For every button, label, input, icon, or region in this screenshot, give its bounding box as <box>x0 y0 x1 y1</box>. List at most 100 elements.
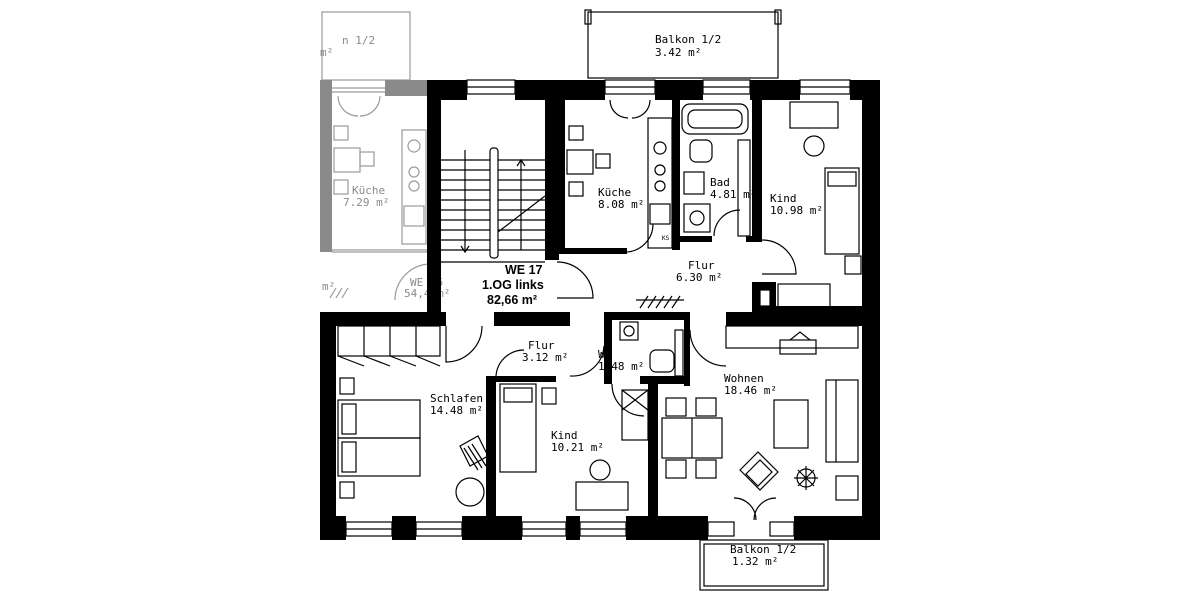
room-hallway-upper: Flur 6.30 m² <box>636 259 722 309</box>
dining-chair <box>665 397 687 417</box>
neighbor-balcony-label: n 1/2 <box>342 34 375 47</box>
room-kitchen: KS Küche 8.08 m² <box>566 99 673 253</box>
wc-label: WC <box>598 348 611 361</box>
wall-right <box>862 80 880 540</box>
neighbor-table <box>333 147 361 173</box>
dining-chair <box>665 459 687 479</box>
kitchen-label: Küche <box>598 186 631 199</box>
child-right-label: Kind <box>770 192 797 205</box>
bed <box>499 383 537 473</box>
balcony-bottom-area: 1.32 m² <box>732 555 778 568</box>
coffee-table <box>773 399 809 449</box>
desk-chair <box>803 135 825 157</box>
bedroom-area: 14.48 m² <box>430 404 483 417</box>
wall-bath-bottom2 <box>746 236 762 242</box>
window <box>769 521 795 537</box>
dresser <box>777 283 831 309</box>
wall-bottom-seg <box>566 516 580 540</box>
balcony-bottom-label: Balkon 1/2 <box>730 543 796 556</box>
bathtub-inner <box>687 109 743 129</box>
balcony-bottom-inner <box>703 543 825 587</box>
stair-handrail <box>489 147 499 259</box>
room-bedroom: Schlafen 14.48 m² <box>337 325 489 507</box>
unit-id: WE 17 <box>505 263 543 277</box>
flur-door-arc <box>569 345 605 377</box>
wall-top-seg <box>515 80 605 100</box>
bed-top <box>337 399 421 439</box>
hallway-upper-area: 6.30 m² <box>676 271 722 284</box>
neighbor-wall-corner <box>320 80 332 96</box>
stove-burner-icon <box>654 164 666 176</box>
wall-bottom-seg <box>794 516 880 540</box>
wall-wc-top <box>604 312 684 320</box>
room-wc: WC 1.48 m² <box>598 321 727 417</box>
wall-left <box>320 312 336 540</box>
hallway-upper-label: Flur <box>688 259 715 272</box>
kitchen-sink-icon <box>653 141 667 155</box>
toilet-icon <box>689 139 713 163</box>
neighbor-radiator <box>329 287 349 299</box>
wall-stair-base <box>427 298 441 312</box>
tv-icon <box>779 339 817 355</box>
balcony-bottom: Balkon 1/2 1.32 m² <box>699 539 829 591</box>
desk <box>575 481 629 511</box>
nightstand <box>541 387 557 405</box>
wall-mid-center <box>494 312 570 326</box>
kitchen-chair <box>568 125 584 141</box>
schlafen-door-arc <box>445 325 483 363</box>
living-area: 18.46 m² <box>724 384 777 397</box>
window <box>707 521 735 537</box>
oven-icon <box>649 203 671 225</box>
hallway-lower-label: Flur <box>528 339 555 352</box>
wall-mid-left <box>320 312 446 326</box>
hallway-lower-area: 3.12 m² <box>522 351 568 364</box>
kitchen-chair <box>595 153 611 169</box>
windows-bottom <box>345 521 795 537</box>
wall-bath-bottom <box>672 236 712 242</box>
fridge-label: KS <box>662 235 670 242</box>
bedroom-label: Schlafen <box>430 392 483 405</box>
bath-area: 4.81 m² <box>710 188 756 201</box>
neighbor-chair <box>359 151 375 167</box>
neighbor-wall-left <box>320 80 332 252</box>
wall-bath-kind <box>752 100 762 240</box>
armchair-seat <box>745 459 773 487</box>
pillow <box>503 387 533 403</box>
room-bathroom: Bad 4.81 m² <box>681 103 756 237</box>
radiator-hatch <box>639 295 681 309</box>
stair-arrow-head <box>460 245 470 254</box>
chimney-flue <box>759 289 771 307</box>
neighbor-stove <box>408 180 420 192</box>
child-lower-area: 10.21 m² <box>551 441 604 454</box>
wall-kitchen-left <box>555 100 565 252</box>
neighbor-kitchen-counter <box>401 129 427 245</box>
kind-door-swing <box>495 349 525 377</box>
kitchen-counter <box>647 117 673 249</box>
pillow <box>341 441 357 473</box>
neighbor-sink <box>407 139 421 153</box>
wall-top-seg <box>750 80 800 100</box>
balcony-top-outline <box>587 11 779 79</box>
neighbor-kitchen-label: Küche <box>352 184 385 197</box>
child-lower-label: Kind <box>551 429 578 442</box>
bath-shelf <box>737 139 751 237</box>
wall-stair-left <box>427 80 441 312</box>
balcony-post <box>774 9 782 25</box>
dining-chair <box>695 459 717 479</box>
bath-door-arc <box>713 209 741 237</box>
wall-bottom-seg <box>392 516 416 540</box>
wc-shelf <box>674 329 684 377</box>
unit-area: 82,66 m² <box>487 293 537 307</box>
bed <box>824 167 860 255</box>
armchair-hatch <box>463 443 487 471</box>
bedroom-table <box>455 477 485 507</box>
washing-machine-icon <box>683 203 711 233</box>
pillow <box>341 403 357 435</box>
neighbor-chair <box>333 179 349 195</box>
neighbor-balcony <box>321 11 411 81</box>
kitchen-area: 8.08 m² <box>598 198 644 211</box>
neighbor-wall-top <box>385 80 427 96</box>
wc-door-arc <box>611 383 645 417</box>
child-right-area: 10.98 m² <box>770 204 823 217</box>
